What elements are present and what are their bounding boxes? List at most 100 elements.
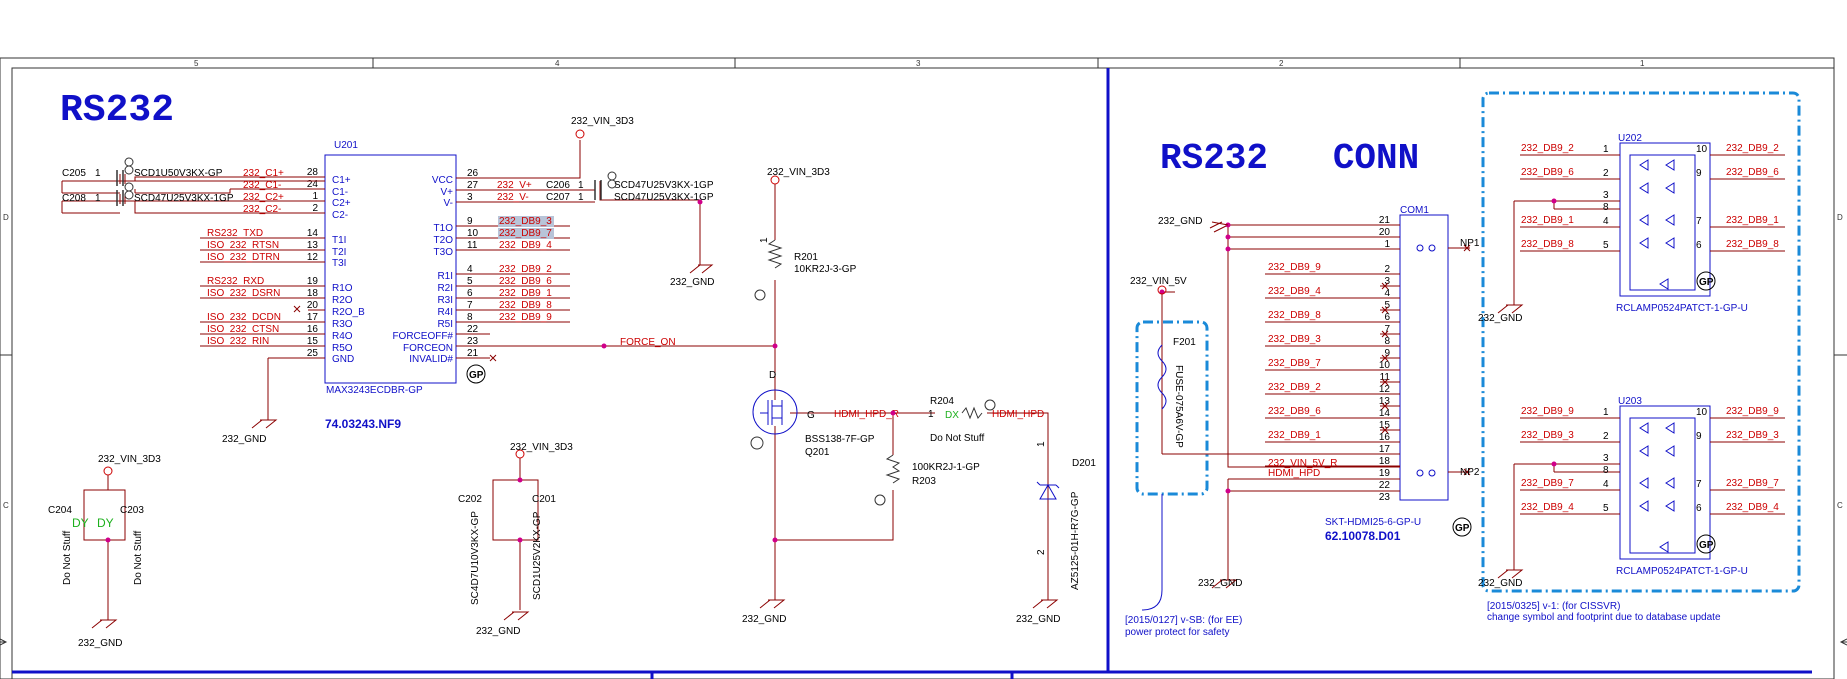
svg-text:232_DB9_3: 232_DB9_3 bbox=[499, 216, 552, 227]
power-port-icon bbox=[770, 175, 780, 185]
resistor-symbol bbox=[767, 239, 783, 269]
no-connect-marks bbox=[293, 305, 301, 313]
svg-text:NP1: NP1 bbox=[1460, 238, 1480, 249]
ground-icon bbox=[1497, 304, 1524, 314]
svg-text:R4I: R4I bbox=[437, 307, 453, 318]
no-connect-marks bbox=[489, 354, 497, 362]
gnd-label: 232_GND bbox=[78, 638, 122, 649]
svg-text:10KR2J-3-GP: 10KR2J-3-GP bbox=[794, 264, 857, 275]
svg-text:232_DB9_9: 232_DB9_9 bbox=[1726, 406, 1779, 417]
svg-text:15: 15 bbox=[307, 336, 319, 347]
svg-text:ISO_232_RIN: ISO_232_RIN bbox=[207, 336, 269, 347]
svg-text:R1I: R1I bbox=[437, 271, 453, 282]
power-port-icon bbox=[515, 449, 525, 459]
svg-text:VCC: VCC bbox=[432, 175, 453, 186]
svg-text:[2015/0325] v-1: (for CISSVR): [2015/0325] v-1: (for CISSVR) bbox=[1487, 601, 1620, 612]
svg-text:17: 17 bbox=[1379, 444, 1391, 455]
svg-text:232_DB9_2: 232_DB9_2 bbox=[1726, 143, 1779, 154]
tvs-diode-d201[interactable] bbox=[1036, 481, 1060, 500]
svg-text:3: 3 bbox=[1603, 190, 1609, 201]
junction-dots bbox=[601, 199, 896, 543]
svg-text:C2-: C2- bbox=[332, 210, 348, 221]
power-net-label: 232_VIN_3D3 bbox=[767, 167, 830, 178]
svg-text:13: 13 bbox=[1379, 396, 1391, 407]
column-label: 1 bbox=[1640, 59, 1645, 68]
svg-text:4: 4 bbox=[1603, 216, 1609, 227]
ground-icon bbox=[1209, 221, 1238, 589]
svg-text:232_DB9_9: 232_DB9_9 bbox=[1268, 262, 1321, 273]
svg-text:232_DB9_7: 232_DB9_7 bbox=[499, 228, 552, 239]
svg-text:232_DB9_7: 232_DB9_7 bbox=[1521, 478, 1574, 489]
np-labels: NP1 NP2 bbox=[1460, 238, 1480, 478]
svg-text:DY: DY bbox=[72, 516, 89, 530]
ic-u201[interactable]: U201 MAX3243ECDBR-GP 74.03243.NF9 bbox=[324, 140, 457, 431]
ic-u203[interactable]: U203 RCLAMP0524PATCT-1-GP-U bbox=[1616, 396, 1748, 577]
svg-text:R3O: R3O bbox=[332, 319, 353, 330]
d201-part: AZ5125-01H-R7G-GP bbox=[1070, 491, 1081, 590]
svg-text:1: 1 bbox=[95, 168, 101, 179]
dx-marker: DX bbox=[945, 410, 959, 421]
resistor-symbol bbox=[961, 406, 983, 420]
svg-text:1: 1 bbox=[578, 192, 584, 203]
svg-text:T2O: T2O bbox=[434, 235, 454, 246]
gp-badge-icon: GP bbox=[1452, 517, 1472, 537]
svg-text:T1I: T1I bbox=[332, 235, 346, 246]
svg-text:1: 1 bbox=[928, 409, 934, 420]
u201-left-wires bbox=[61, 174, 325, 420]
column-label: 2 bbox=[1279, 59, 1284, 68]
ground-icon bbox=[503, 611, 530, 621]
svg-text:FORCEON: FORCEON bbox=[403, 343, 453, 354]
u203-pin-numbers: 1 2 3 8 4 5 10 9 7 6 bbox=[1603, 407, 1708, 514]
svg-text:R5I: R5I bbox=[437, 319, 453, 330]
svg-text:HDMI_HPD_R: HDMI_HPD_R bbox=[834, 409, 899, 420]
force-on-net: FORCE_ON bbox=[620, 337, 676, 348]
svg-text:ISO_232_DSRN: ISO_232_DSRN bbox=[207, 288, 280, 299]
svg-text:26: 26 bbox=[467, 168, 479, 179]
svg-text:232_DB9_4: 232_DB9_4 bbox=[1268, 286, 1321, 297]
u202-pin-numbers: 1 2 3 8 4 5 10 9 7 6 bbox=[1603, 144, 1708, 251]
svg-text:20: 20 bbox=[307, 300, 319, 311]
section-divider bbox=[12, 68, 1812, 679]
svg-text:6: 6 bbox=[1384, 312, 1390, 323]
gnd-label: 232_GND bbox=[1158, 216, 1202, 227]
gnd-label: 232_GND bbox=[1478, 578, 1522, 589]
com1-net-labels: 232_DB9_9 232_DB9_4 232_DB9_8 232_DB9_3 … bbox=[1268, 262, 1338, 479]
svg-text:232_DB9_3: 232_DB9_3 bbox=[1521, 430, 1574, 441]
svg-text:21: 21 bbox=[467, 348, 479, 359]
junction-dots bbox=[1551, 198, 1557, 467]
svg-text:1: 1 bbox=[1384, 239, 1390, 250]
capacitor-symbols bbox=[116, 170, 124, 206]
svg-text:GP: GP bbox=[1699, 277, 1714, 288]
column-label: 4 bbox=[555, 59, 560, 68]
svg-text:Do Not Stuff: Do Not Stuff bbox=[930, 433, 985, 444]
svg-text:232_DB9_1: 232_DB9_1 bbox=[1268, 430, 1321, 441]
transistor-q201[interactable] bbox=[752, 389, 798, 435]
power-net-label: 232_VIN_3D3 bbox=[98, 454, 161, 465]
svg-text:2: 2 bbox=[1036, 549, 1047, 555]
u201-left-net-labels: 232_C1+ 232_C1- 232_C2+ 232_C2- RS232_TX… bbox=[207, 168, 284, 347]
svg-text:T3O: T3O bbox=[434, 247, 454, 258]
svg-text:SC4D7U10V3KX-GP: SC4D7U10V3KX-GP bbox=[470, 511, 481, 605]
svg-text:6: 6 bbox=[1696, 240, 1702, 251]
gp-badge-icon: GP bbox=[466, 364, 486, 384]
u203-ref: U203 bbox=[1618, 396, 1642, 407]
d201-pins: 1 2 bbox=[1036, 441, 1047, 555]
svg-text:8: 8 bbox=[1603, 465, 1609, 476]
u202-diodes bbox=[1629, 154, 1696, 291]
c205-ref: C205 bbox=[62, 168, 86, 179]
gnd-label: 232_GND bbox=[476, 626, 520, 637]
gnd-label: 232_GND bbox=[222, 434, 266, 445]
svg-text:22: 22 bbox=[467, 324, 479, 335]
svg-text:28: 28 bbox=[307, 167, 319, 178]
svg-text:24: 24 bbox=[307, 179, 319, 190]
svg-text:9: 9 bbox=[467, 216, 473, 227]
svg-text:232_DB9_2: 232_DB9_2 bbox=[499, 264, 552, 275]
ic-u202[interactable]: U202 RCLAMP0524PATCT-1-GP-U bbox=[1616, 133, 1748, 314]
svg-text:R204: R204 bbox=[930, 396, 954, 407]
svg-text:5: 5 bbox=[1603, 240, 1609, 251]
svg-text:ISO_232_CTSN: ISO_232_CTSN bbox=[207, 324, 279, 335]
ground-icon bbox=[759, 599, 1059, 609]
svg-text:14: 14 bbox=[1379, 408, 1391, 419]
scissor-icon bbox=[750, 289, 996, 506]
